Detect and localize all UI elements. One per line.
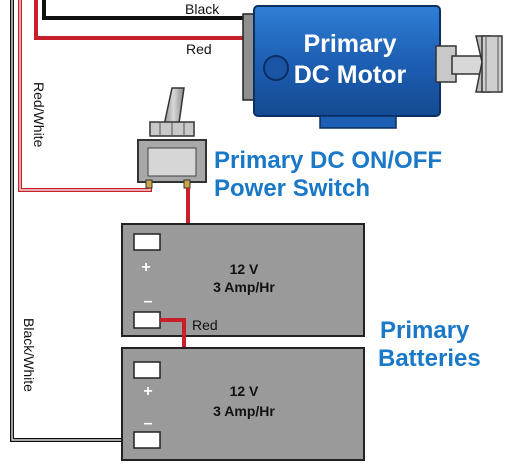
battery-bottom-negative-terminal: [133, 431, 161, 449]
black-wire: [42, 0, 258, 20]
motor-pulley-icon: [475, 35, 503, 93]
switch-label-line1: Primary DC ON/OFF: [214, 147, 442, 174]
battery-top-negative-terminal: [133, 311, 161, 329]
red-wire-label: Red: [186, 41, 212, 57]
battery-top-minus: –: [144, 293, 153, 310]
battery-bottom: + – 12 V 3 Amp/Hr: [121, 347, 365, 461]
battery-top-voltage: 12 V: [230, 261, 259, 277]
battery-bottom-capacity: 3 Amp/Hr: [213, 403, 275, 419]
battery-top-plus: +: [141, 259, 150, 276]
red-white-wire-label: Red/White: [31, 82, 47, 148]
dc-motor: Primary DC Motor: [242, 5, 503, 129]
battery-top-capacity: 3 Amp/Hr: [213, 279, 275, 295]
battery-red-wire-label: Red: [192, 317, 218, 333]
toggle-switch: [137, 87, 207, 189]
battery-bottom-plus: +: [143, 383, 152, 400]
battery-top: + – 12 V 3 Amp/Hr: [121, 223, 365, 337]
switch-label-line2: Power Switch: [214, 175, 370, 202]
motor-label-line2: DC Motor: [294, 61, 407, 89]
black-white-wire-label: Black/White: [21, 318, 37, 392]
battery-bottom-positive-terminal: [133, 361, 161, 379]
battery-top-positive-terminal: [133, 233, 161, 251]
black-wire-label: Black: [185, 1, 220, 17]
red-wire: [34, 0, 252, 40]
motor-label-line1: Primary: [303, 30, 396, 58]
batteries-label-line1: Primary: [380, 317, 470, 344]
batteries-label-line2: Batteries: [378, 345, 481, 372]
battery-bottom-minus: –: [144, 415, 153, 432]
black-white-wire: [10, 0, 136, 442]
battery-bottom-voltage: 12 V: [230, 383, 259, 399]
